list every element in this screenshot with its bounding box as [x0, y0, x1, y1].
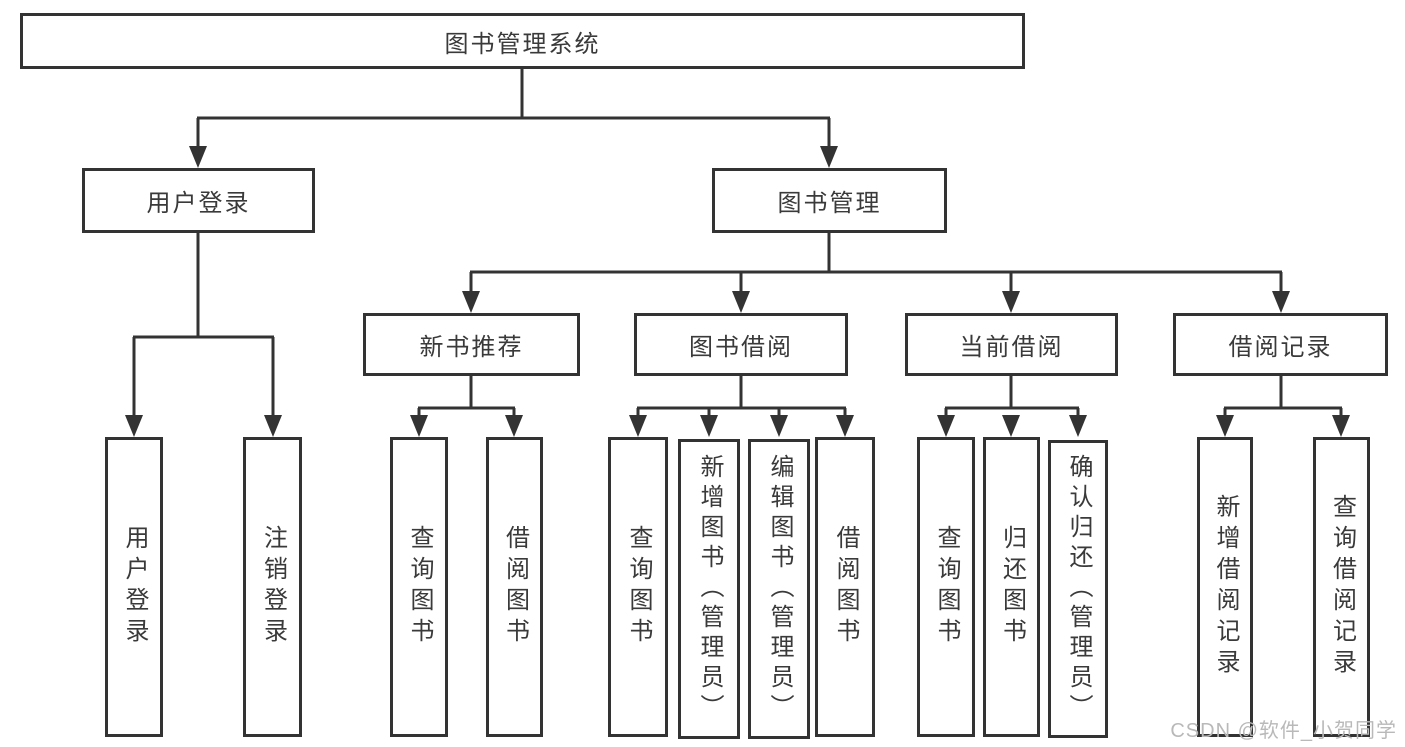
leaf-user-login: 用户登录: [105, 437, 163, 737]
leaf-newbooks-borrow-books: 借阅图书: [486, 437, 543, 737]
leaf-records-add-record: 新增借阅记录: [1197, 437, 1253, 737]
node-book-management: 图书管理: [712, 168, 947, 233]
node-user-login: 用户登录: [82, 168, 315, 233]
arrowheads: [125, 146, 1350, 437]
leaf-records-query-record: 查询借阅记录: [1313, 437, 1370, 737]
leaf-current-return-books: 归还图书: [983, 437, 1040, 737]
node-book-borrowing: 图书借阅: [634, 313, 848, 376]
node-root-library-system: 图书管理系统: [20, 13, 1025, 69]
leaf-borrowing-add-books-admin: 新增图书（管理员）: [678, 439, 740, 739]
leaf-logout: 注销登录: [243, 437, 302, 737]
node-borrowing-records: 借阅记录: [1173, 313, 1388, 376]
leaf-current-query-books: 查询图书: [917, 437, 975, 737]
leaf-borrowing-borrow-books: 借阅图书: [815, 437, 875, 737]
leaf-current-confirm-return-admin: 确认归还（管理员）: [1048, 440, 1108, 738]
leaf-borrowing-edit-books-admin: 编辑图书（管理员）: [748, 439, 810, 739]
leaf-newbooks-query-books: 查询图书: [390, 437, 448, 737]
csdn-watermark: CSDN @软件_小贺同学: [1170, 720, 1397, 742]
leaf-borrowing-query-books: 查询图书: [608, 437, 668, 737]
node-new-book-recommend: 新书推荐: [363, 313, 580, 376]
node-current-borrowing: 当前借阅: [905, 313, 1118, 376]
